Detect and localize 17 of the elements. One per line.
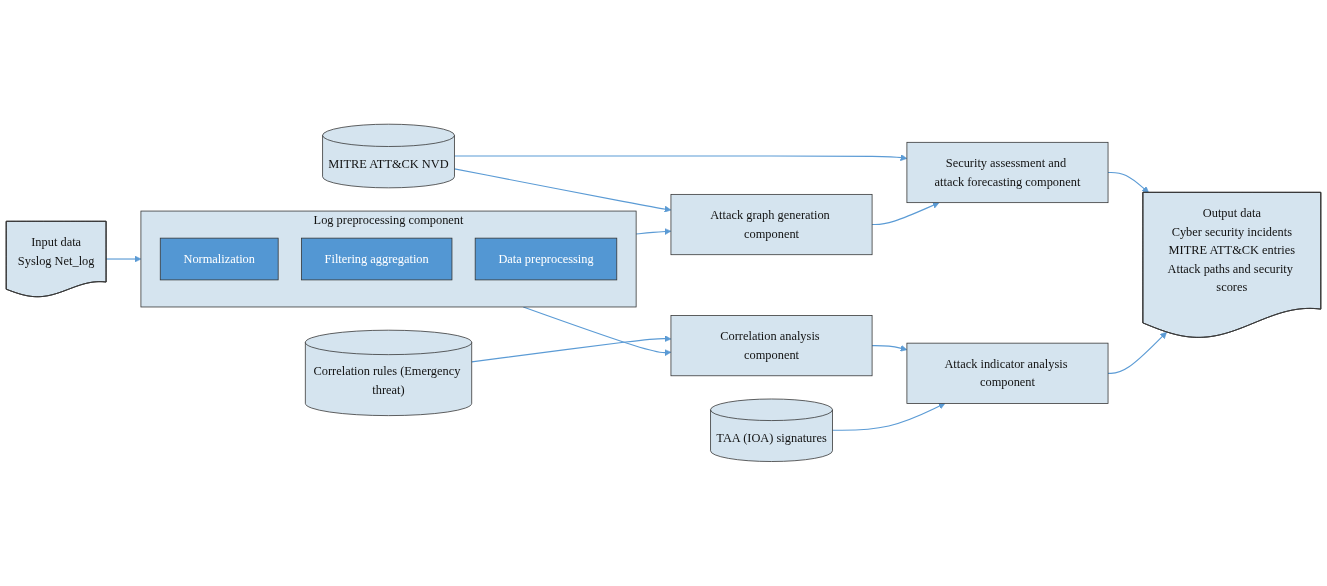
node-box: Filtering aggregation (301, 237, 453, 281)
arrow (453, 168, 672, 213)
node-box: Data preprocessing (474, 237, 618, 281)
arrow (471, 335, 672, 363)
arrow (871, 202, 940, 226)
arrow (453, 154, 908, 162)
arrow (635, 228, 672, 236)
arrow (105, 255, 142, 263)
arrow (1107, 332, 1167, 375)
node-box: Attack graph generation component (670, 194, 873, 256)
arrow (831, 403, 946, 431)
arrow (871, 345, 908, 352)
node-box: Correlation analysis component (670, 315, 873, 377)
node-box: Security assessment and attack forecasting component (906, 142, 1109, 204)
arrow (1107, 172, 1149, 194)
node-box: Normalization (159, 237, 279, 281)
node-box: Attack indicator analysis component (906, 342, 1109, 404)
